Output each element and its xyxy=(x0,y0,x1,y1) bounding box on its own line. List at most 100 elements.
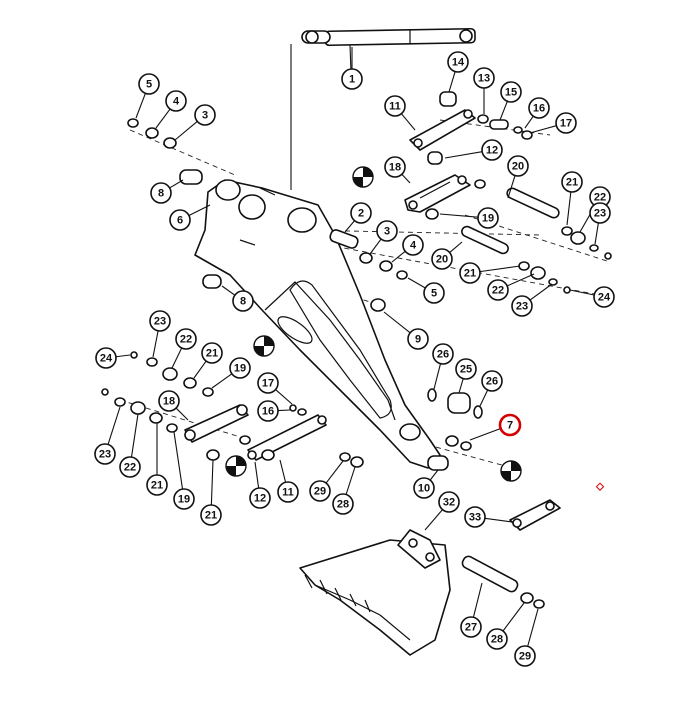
callout-circle xyxy=(555,112,577,134)
callout-label: 4 xyxy=(173,96,180,108)
callout: 19 xyxy=(229,357,251,379)
callout: 16 xyxy=(528,97,550,119)
callout-circle xyxy=(150,182,172,204)
link-and-pin xyxy=(461,499,561,609)
callout-leader-line xyxy=(171,347,183,369)
callout-leader-line xyxy=(254,461,260,489)
grease-point-icon xyxy=(225,455,247,477)
callout-label: 21 xyxy=(464,268,476,280)
callout-leader-line xyxy=(169,179,184,189)
callout-circle xyxy=(232,290,254,312)
callout-label: 29 xyxy=(519,651,531,663)
callout-label: 18 xyxy=(389,162,401,174)
callout: 8 xyxy=(150,182,172,204)
callout-label: 28 xyxy=(491,634,503,646)
callout-label: 32 xyxy=(443,497,455,509)
callout-label: 24 xyxy=(598,292,611,304)
callout: 12 xyxy=(481,139,503,161)
grease-point-icons xyxy=(225,166,522,482)
callout-leader-line xyxy=(458,378,464,394)
callout-leader-line xyxy=(469,427,501,441)
callout-leader-line xyxy=(155,108,171,129)
callout-circle xyxy=(173,488,195,510)
callout-label: 10 xyxy=(418,483,430,495)
callout-leader-line xyxy=(345,466,356,495)
callout: 14 xyxy=(447,51,469,73)
callout-circle xyxy=(200,504,222,526)
callout: 33 xyxy=(464,506,486,528)
callout-circle xyxy=(95,347,117,369)
callout-label: 5 xyxy=(431,288,437,300)
callout-leader-line xyxy=(383,311,411,334)
callout-circle xyxy=(402,234,424,256)
callout-leader-line xyxy=(429,469,439,481)
callout-label: 17 xyxy=(560,118,572,130)
callout-label: 14 xyxy=(452,57,465,69)
callout-leader-line xyxy=(275,389,293,405)
callout-leader-line xyxy=(448,71,456,93)
callout-leader-line xyxy=(211,373,233,389)
callout-circle xyxy=(514,645,536,667)
callout-label: 8 xyxy=(240,296,246,308)
callout: 18 xyxy=(384,156,406,178)
callout-circle xyxy=(460,616,482,638)
grease-point-icon xyxy=(500,460,522,482)
callout: 23 xyxy=(94,443,116,465)
callout-label: 12 xyxy=(486,145,498,157)
callout-label: 22 xyxy=(180,334,192,346)
callout-circle xyxy=(511,295,533,317)
callout: 21 xyxy=(146,474,168,496)
callout-circle xyxy=(464,506,486,528)
callout-circle xyxy=(431,248,453,270)
callout: 10 xyxy=(413,477,435,499)
callout: 22 xyxy=(487,279,509,301)
callout-label: 21 xyxy=(206,348,218,360)
callout: 4 xyxy=(165,90,187,112)
callout-circle xyxy=(459,262,481,284)
callout-circle xyxy=(332,493,354,515)
callout: 22 xyxy=(175,328,197,350)
callout-label: 19 xyxy=(482,213,494,225)
callout: 16 xyxy=(257,400,279,422)
callout-label: 22 xyxy=(594,192,606,204)
callout: 5 xyxy=(423,282,445,304)
callout: 21 xyxy=(201,342,223,364)
callout-circle xyxy=(376,220,398,242)
callout: 32 xyxy=(438,491,460,513)
callout: 21 xyxy=(459,262,481,284)
callout-leader-line xyxy=(221,285,236,296)
callout-leader-line xyxy=(401,173,411,184)
callout-label: 8 xyxy=(158,188,164,200)
callout-leader-line xyxy=(193,360,207,379)
callout-leader-line xyxy=(472,582,483,618)
callout-circle xyxy=(413,477,435,499)
callout-circle xyxy=(407,328,429,350)
callout-circle xyxy=(194,104,216,126)
callout-leader-line xyxy=(369,238,382,255)
callout-circle xyxy=(175,328,197,350)
callout-circle xyxy=(593,286,615,308)
callout-label: 17 xyxy=(262,378,274,390)
callout: 26 xyxy=(481,370,503,392)
callout-label: 26 xyxy=(437,349,449,361)
callout-circle xyxy=(589,202,611,224)
callout-circle xyxy=(229,357,251,379)
callout-leader-line xyxy=(484,517,513,523)
callout: 17 xyxy=(555,112,577,134)
callout-circle xyxy=(257,400,279,422)
callout-leader-line xyxy=(507,175,516,199)
callout-leader-line xyxy=(115,354,131,358)
callout: 1 xyxy=(341,68,363,90)
upper-linkage xyxy=(404,109,476,213)
callout-circle xyxy=(498,413,522,437)
callout-leader-line xyxy=(135,93,146,119)
callout-circle xyxy=(158,390,180,412)
callout-label: 25 xyxy=(460,364,472,376)
red-marker xyxy=(595,482,605,491)
callout-leader-line xyxy=(594,222,599,245)
callout-label: 11 xyxy=(282,487,294,499)
callout: 17 xyxy=(257,372,279,394)
callout: 2 xyxy=(350,202,372,224)
callout-leader-line xyxy=(174,120,198,141)
callout-label: 18 xyxy=(163,396,175,408)
